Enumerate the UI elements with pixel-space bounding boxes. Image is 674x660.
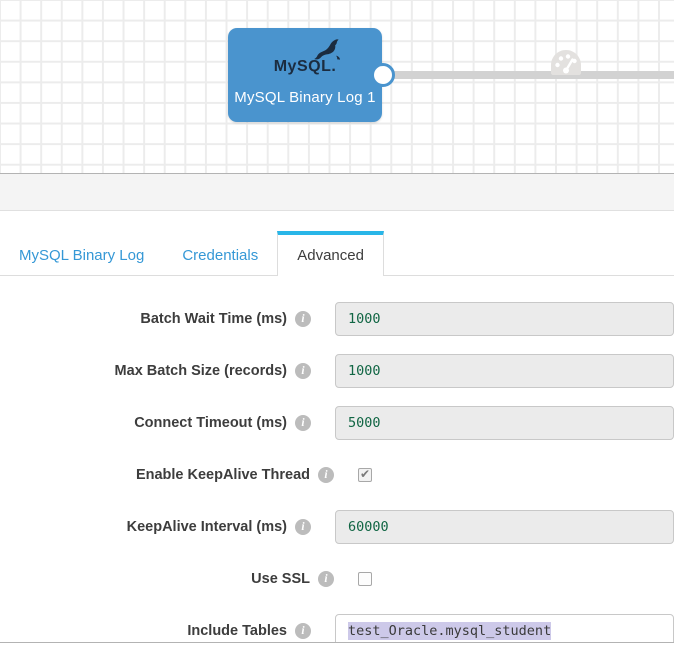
info-icon[interactable]: i bbox=[295, 311, 311, 327]
form-row: Connect Timeout (ms) i bbox=[0, 406, 674, 440]
form-row: Use SSL i bbox=[0, 562, 674, 596]
edge-metrics-gauge-icon bbox=[551, 50, 581, 75]
form-row: KeepAlive Interval (ms) i bbox=[0, 510, 674, 544]
config-panel-header bbox=[0, 174, 674, 211]
stage-output-port[interactable] bbox=[371, 63, 395, 87]
info-icon[interactable]: i bbox=[318, 467, 334, 483]
keepalive-interval-label: KeepAlive Interval (ms) bbox=[126, 519, 287, 535]
form-row: Max Batch Size (records) i bbox=[0, 354, 674, 388]
pipeline-canvas[interactable]: MySQL. MySQL Binary Log 1 bbox=[0, 0, 674, 174]
keepalive-interval-input[interactable] bbox=[335, 510, 674, 544]
use-ssl-checkbox[interactable] bbox=[358, 572, 372, 586]
batch-wait-time-input[interactable] bbox=[335, 302, 674, 336]
stage-name-label: MySQL Binary Log 1 bbox=[234, 89, 376, 106]
enable-keepalive-thread-label: Enable KeepAlive Thread bbox=[135, 467, 310, 483]
stage-node-mysql-binary-log[interactable]: MySQL. MySQL Binary Log 1 bbox=[228, 28, 382, 122]
config-tabs: MySQL Binary Log Credentials Advanced bbox=[0, 231, 674, 276]
info-icon[interactable]: i bbox=[295, 415, 311, 431]
max-batch-size-label: Max Batch Size (records) bbox=[114, 363, 287, 379]
advanced-config-form: Batch Wait Time (ms) i Max Batch Size (r… bbox=[0, 302, 674, 642]
form-row: Include Tables i test_Oracle.mysql_stude… bbox=[0, 614, 674, 642]
mysql-logo-text: MySQL. bbox=[273, 58, 337, 75]
include-tables-selected-text: test_Oracle.mysql_student bbox=[348, 622, 552, 640]
max-batch-size-input[interactable] bbox=[335, 354, 674, 388]
connector-edge[interactable] bbox=[393, 71, 674, 79]
config-panel: MySQL Binary Log Credentials Advanced Ba… bbox=[0, 211, 674, 642]
info-icon[interactable]: i bbox=[295, 363, 311, 379]
info-icon[interactable]: i bbox=[295, 623, 311, 639]
tab-credentials[interactable]: Credentials bbox=[182, 246, 259, 264]
batch-wait-time-label: Batch Wait Time (ms) bbox=[140, 311, 287, 327]
info-icon[interactable]: i bbox=[295, 519, 311, 535]
info-icon[interactable]: i bbox=[318, 571, 334, 587]
include-tables-label: Include Tables bbox=[187, 623, 287, 639]
panel-bottom-edge bbox=[0, 642, 674, 658]
enable-keepalive-thread-checkbox[interactable] bbox=[358, 467, 372, 482]
use-ssl-label: Use SSL bbox=[251, 571, 310, 587]
include-tables-input[interactable]: test_Oracle.mysql_student bbox=[335, 614, 674, 642]
tab-mysql-binary-log[interactable]: MySQL Binary Log bbox=[19, 246, 145, 264]
form-row: Batch Wait Time (ms) i bbox=[0, 302, 674, 336]
connect-timeout-label: Connect Timeout (ms) bbox=[134, 415, 287, 431]
mysql-dolphin-icon bbox=[314, 39, 341, 60]
form-row: Enable KeepAlive Thread i bbox=[0, 458, 674, 492]
tab-advanced[interactable]: Advanced bbox=[277, 231, 384, 276]
connect-timeout-input[interactable] bbox=[335, 406, 674, 440]
mysql-logo: MySQL. bbox=[228, 39, 382, 76]
